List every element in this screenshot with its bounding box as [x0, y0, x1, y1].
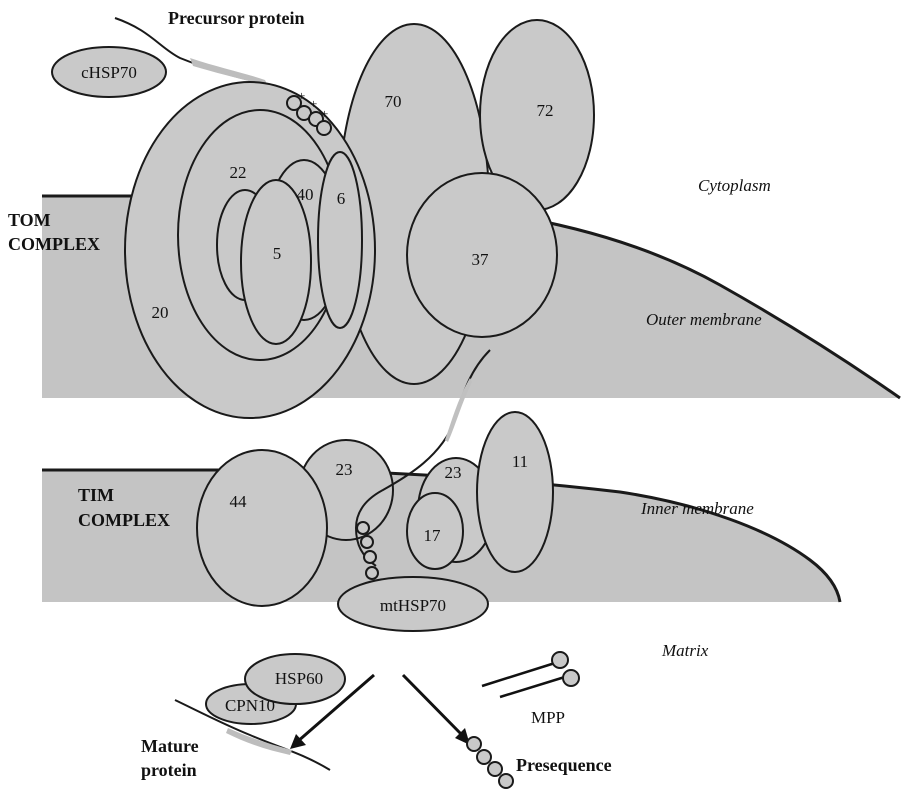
mature-label-2: protein	[141, 760, 197, 780]
tim11	[477, 412, 553, 572]
matrix-bead	[366, 567, 378, 579]
hsp60-label: HSP60	[275, 669, 323, 688]
plus-sign: +	[310, 96, 317, 111]
tim-label-1: TIM	[78, 485, 114, 505]
tim44	[197, 450, 327, 606]
tim23-right-label: 23	[445, 463, 462, 482]
tom72-label: 72	[537, 101, 554, 120]
tom70-label: 70	[385, 92, 402, 111]
mpp-label: MPP	[531, 708, 565, 727]
tom20-label: 20	[152, 303, 169, 322]
tom6-label: 6	[337, 189, 346, 208]
mpp-symbol	[482, 652, 579, 697]
matrix-bead	[357, 522, 369, 534]
presequence-bead	[317, 121, 331, 135]
presequence-bead	[499, 774, 513, 788]
tom40-label: 40	[297, 185, 314, 204]
tim11-label: 11	[512, 452, 528, 471]
mature-label-1: Mature	[141, 736, 199, 756]
tom22-label: 22	[230, 163, 247, 182]
inner-membrane-label: Inner membrane	[640, 499, 754, 518]
mthsp70-label: mtHSP70	[380, 596, 446, 615]
matrix-bead	[361, 536, 373, 548]
presequence-bead	[488, 762, 502, 776]
presequence-bead	[477, 750, 491, 764]
tim23-left-label: 23	[336, 460, 353, 479]
chsp70-label: cHSP70	[81, 63, 137, 82]
tom37-label: 37	[472, 250, 490, 269]
precursor-protein-label: Precursor protein	[168, 8, 304, 28]
plus-sign: +	[298, 88, 305, 103]
tom5-label: 5	[273, 244, 282, 263]
presequence-label: Presequence	[516, 755, 612, 775]
presequence-bead	[467, 737, 481, 751]
mpp-head	[563, 670, 579, 686]
cytoplasm-label: Cytoplasm	[698, 176, 771, 195]
outer-membrane-label: Outer membrane	[646, 310, 762, 329]
matrix-label: Matrix	[661, 641, 709, 660]
tom-label-1: TOM	[8, 210, 51, 230]
tim-label-2: COMPLEX	[78, 510, 170, 530]
plus-sign: +	[321, 106, 328, 121]
cpn10-label: CPN10	[225, 696, 275, 715]
tim17-label: 17	[424, 526, 442, 545]
cleaved-presequence	[467, 737, 513, 788]
mpp-head	[552, 652, 568, 668]
tom-label-2: COMPLEX	[8, 234, 100, 254]
matrix-bead	[364, 551, 376, 563]
tim44-label: 44	[230, 492, 248, 511]
tom6	[318, 152, 362, 328]
arrow-to-presequence	[403, 675, 470, 745]
